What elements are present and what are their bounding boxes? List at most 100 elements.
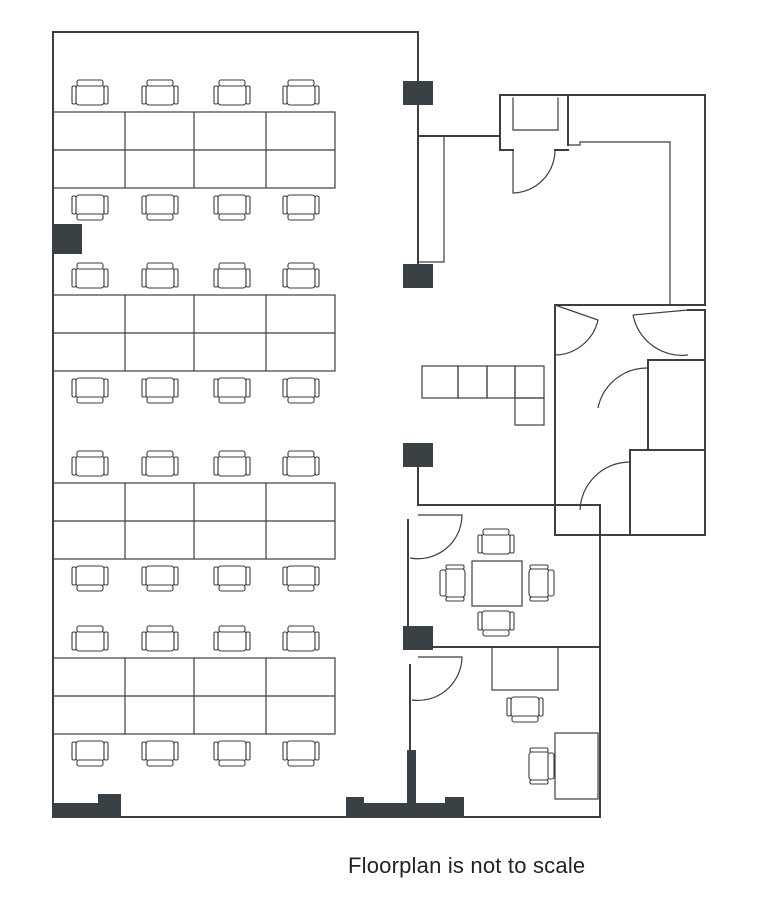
chair-seat [286,565,316,587]
workstation-chair [213,194,251,221]
chair-arm [173,378,179,398]
wall-inner-storage [567,141,671,306]
chair-seat [286,84,316,106]
chair-back [287,396,315,404]
workstation-chair [282,262,320,289]
chair-back [287,79,315,87]
chair-seat [145,565,175,587]
chair-arm [506,697,512,717]
furniture [421,365,599,800]
workstation-chair [141,262,179,289]
restroom-door-upper [597,367,649,409]
chair-back [146,213,174,221]
workstation-chair [71,377,109,404]
chair-arm [509,534,515,554]
workstation-chair [282,565,320,592]
chair-seat [528,751,550,781]
chair-arm [213,85,219,105]
workstation-chair [213,450,251,477]
chair-seat [75,630,105,652]
chair-arm [314,378,320,398]
doors [409,149,689,702]
chair-arm [282,631,288,651]
column [403,443,433,467]
chair-back [76,759,104,767]
chair-arm [103,85,109,105]
chair-arm [282,456,288,476]
chair-arm [103,456,109,476]
chair-arm [213,268,219,288]
workstation-chair [141,377,179,404]
chair-arm [213,195,219,215]
chair-back [218,396,246,404]
chair-seat [75,565,105,587]
desk-clusters [52,111,336,735]
chair-arm [141,631,147,651]
chair-seat [286,194,316,216]
workstation-chair [282,194,320,221]
chair-back [547,569,555,597]
conference-chair [477,528,515,555]
chair-arm [71,631,77,651]
workstation-chair [282,740,320,767]
chair-arm [71,456,77,476]
chair-arm [213,566,219,586]
chairs [71,79,555,785]
chair-seat [217,455,247,477]
chair-back [76,584,104,592]
workstation-chair [71,194,109,221]
conference-chair [528,564,555,602]
chair-back [146,262,174,270]
chair-back [146,79,174,87]
chair-seat [286,377,316,399]
office-door [411,656,463,702]
chair-seat [217,630,247,652]
chair-arm [71,195,77,215]
office-desk [554,732,599,800]
chair-arm [245,85,251,105]
workstation-chair [71,79,109,106]
conference-table [471,560,523,607]
workstation-chair [282,79,320,106]
chair-arm [529,596,549,602]
closet-shelf [512,97,559,131]
closet-door [512,149,556,194]
conference-chair [439,564,466,602]
chair-seat [217,740,247,762]
built-in-counter [417,135,445,263]
chair-arm [173,195,179,215]
storage-cabinet [421,365,459,399]
restroom-door-lower [579,461,631,511]
chair-seat [528,568,550,598]
chair-arm [103,741,109,761]
chair-seat [75,194,105,216]
chair-arm [282,741,288,761]
chair-seat [444,568,466,598]
column [403,81,433,105]
chair-seat [75,377,105,399]
chair-back [287,262,315,270]
storage-cabinet [486,365,516,399]
chair-seat [286,455,316,477]
chair-seat [510,696,540,718]
chair-back [218,759,246,767]
chair-arm [141,268,147,288]
storage-cabinet [514,365,545,399]
office-desk [491,646,559,691]
workstation-chair [141,625,179,652]
column [53,224,82,254]
wall-conference-top [417,464,556,506]
chair-seat [286,740,316,762]
workstation-chair [213,262,251,289]
chair-seat [75,267,105,289]
workstation-chair [213,625,251,652]
chair-arm [314,741,320,761]
chair-arm [213,741,219,761]
chair-seat [75,455,105,477]
scale-disclaimer: Floorplan is not to scale [348,853,586,878]
workstation-chair [282,377,320,404]
storage-door-right [632,309,689,356]
chair-arm [245,741,251,761]
chair-back [287,450,315,458]
chair-seat [217,84,247,106]
